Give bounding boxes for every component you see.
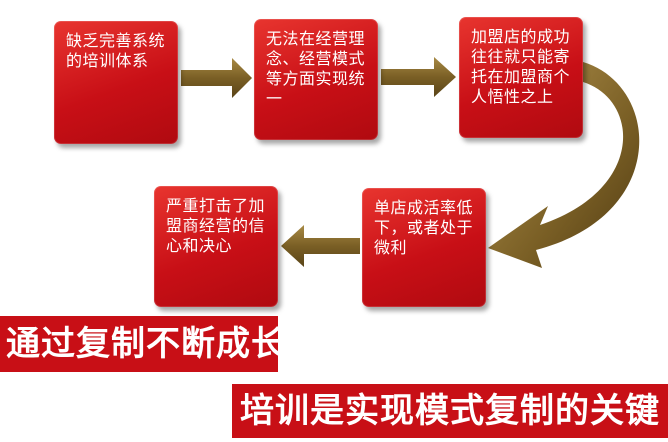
step-box-4: 单店成活率低下，或者处于微利: [362, 188, 486, 307]
banner-growth-text: 通过复制不断成长: [6, 324, 286, 364]
arrow-right-2: [381, 57, 456, 97]
step-text-3: 加盟店的成功往往就只能寄托在加盟商个人悟性之上: [471, 27, 571, 106]
step-box-2: 无法在经营理念、经营模式等方面实现统一: [254, 19, 378, 140]
step-text-2: 无法在经营理念、经营模式等方面实现统一: [266, 29, 366, 108]
step-text-5: 严重打击了加盟商经营的信心和决心: [166, 196, 266, 255]
arrow-left: [281, 225, 360, 267]
arrow-right-1: [181, 58, 252, 98]
step-text-4: 单店成活率低下，或者处于微利: [374, 198, 474, 257]
banner-growth: 通过复制不断成长: [0, 316, 285, 372]
step-box-1: 缺乏完善系统的培训体系: [54, 21, 178, 144]
step-box-3: 加盟店的成功往往就只能寄托在加盟商个人悟性之上: [459, 17, 583, 138]
arrow-curve-down: [488, 62, 640, 268]
banner-training-key: 培训是实现模式复制的关键: [232, 384, 668, 438]
step-box-5: 严重打击了加盟商经营的信心和决心: [154, 186, 278, 307]
banner-training-key-text: 培训是实现模式复制的关键: [240, 391, 660, 431]
step-text-1: 缺乏完善系统的培训体系: [66, 31, 166, 70]
